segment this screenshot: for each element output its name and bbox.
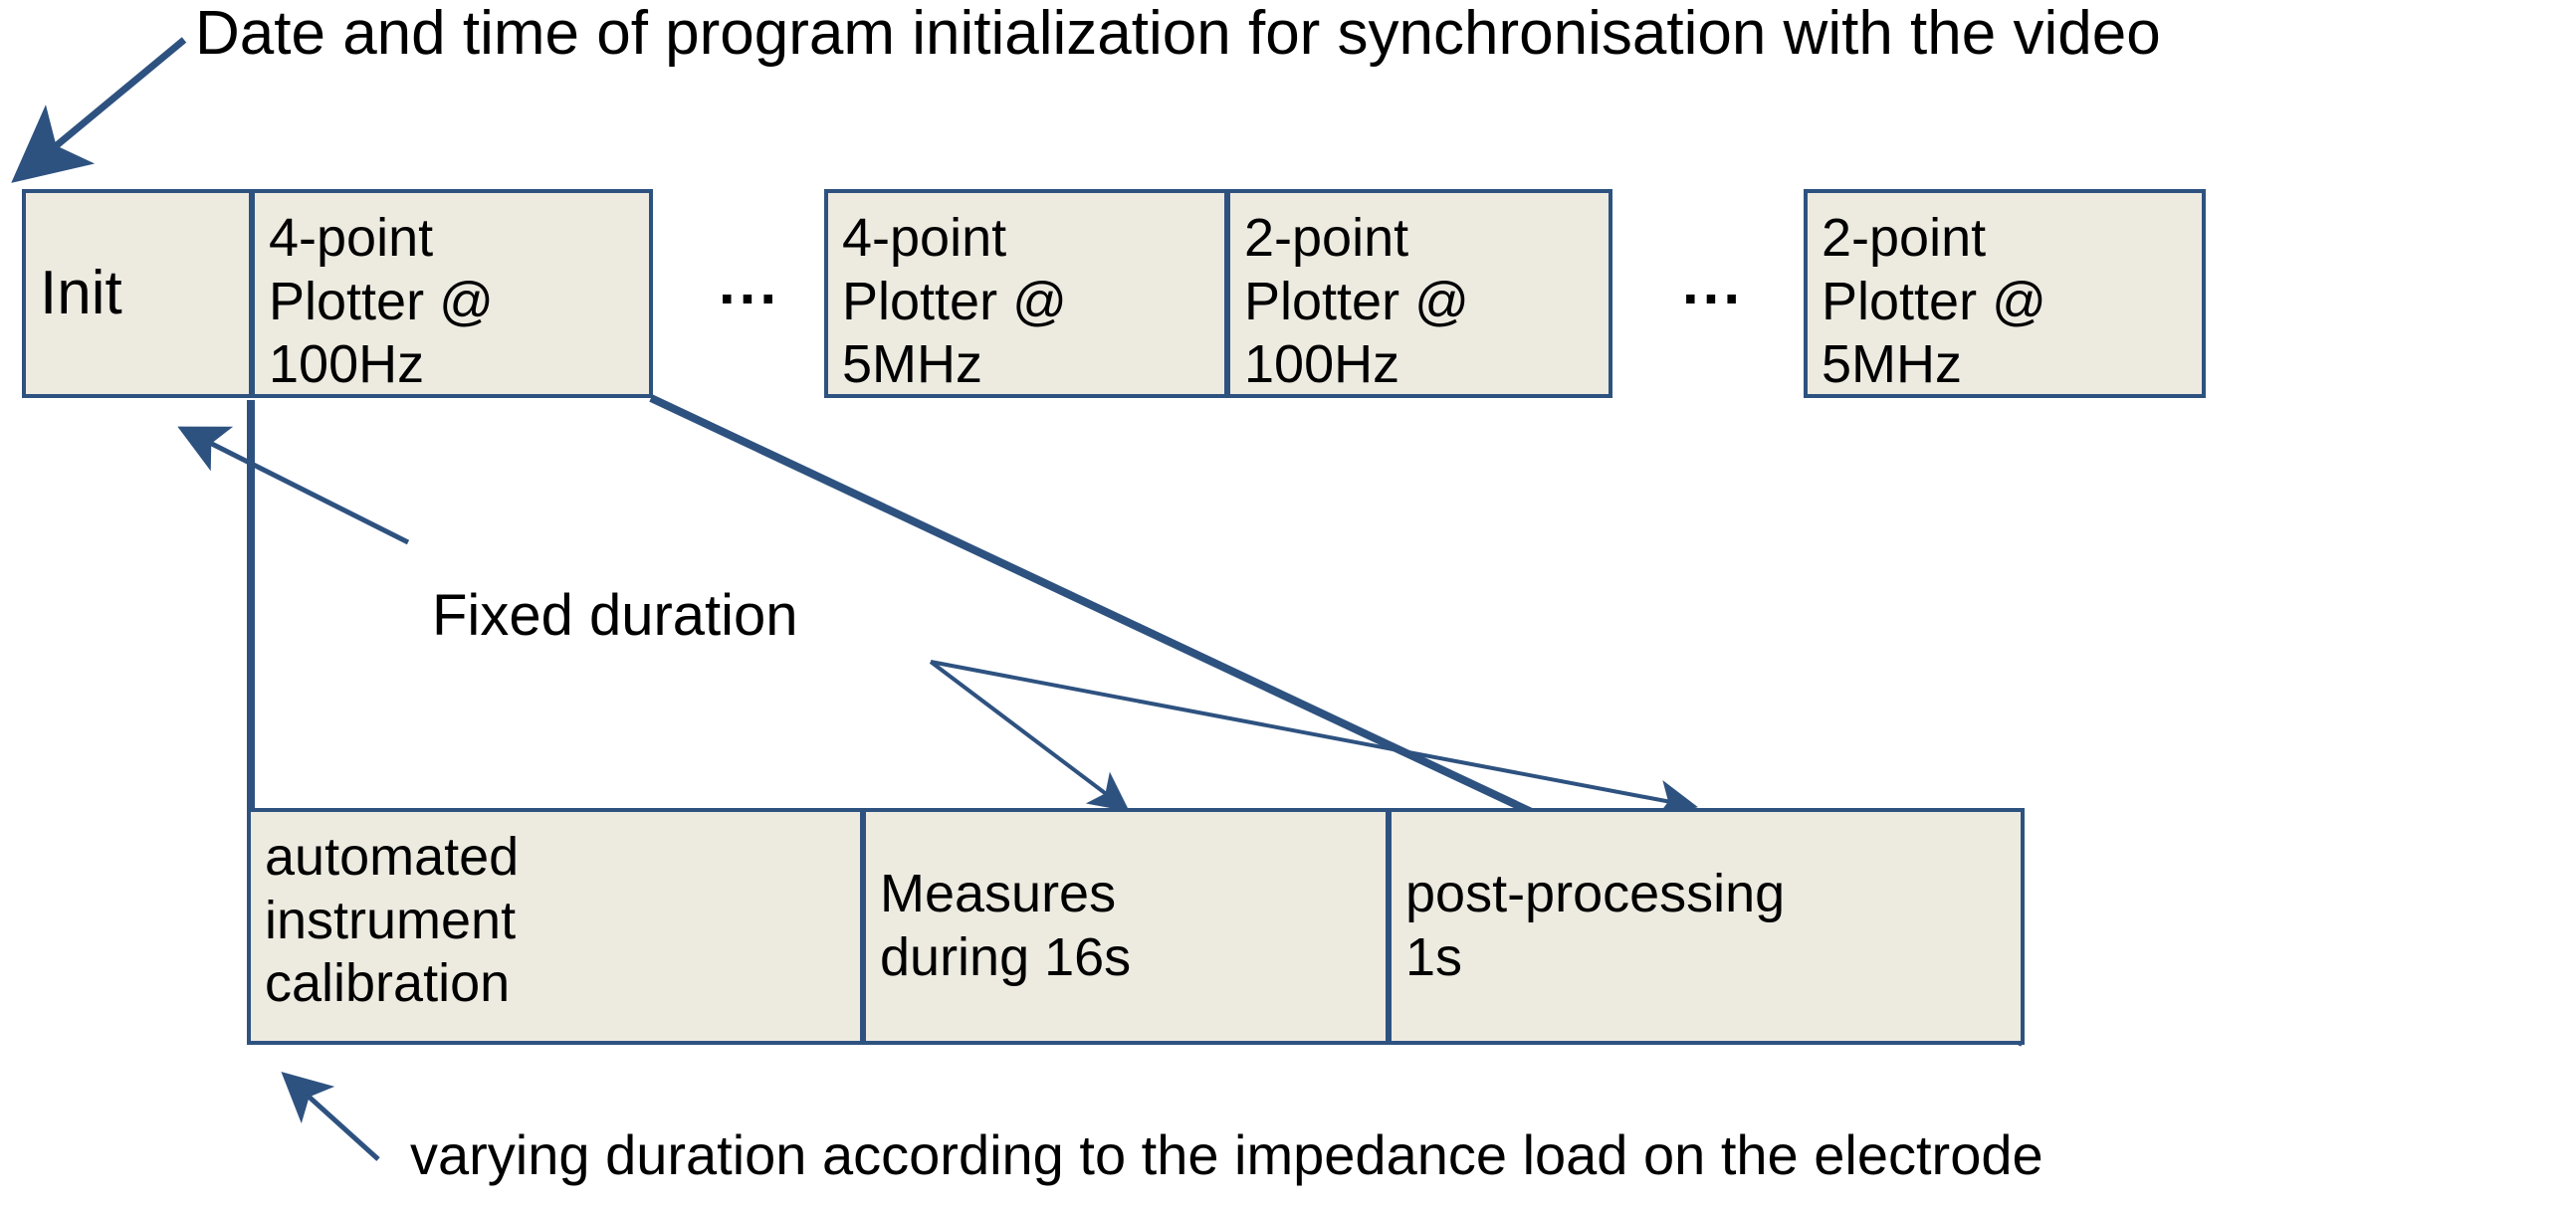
timeline-cell-4point-5mhz[interactable]: 4-point Plotter @ 5MHz: [824, 189, 1226, 398]
detail-cell-calibration[interactable]: automated instrument calibration: [247, 808, 862, 1045]
timeline-cell-4point-100hz[interactable]: 4-point Plotter @ 100Hz: [251, 189, 653, 398]
timeline-group-2: 4-point Plotter @ 5MHz 2-point Plotter @…: [824, 189, 1612, 398]
timeline-cell-2point-100hz[interactable]: 2-point Plotter @ 100Hz: [1226, 189, 1612, 398]
timeline-ellipsis-2: ...: [1682, 250, 1745, 316]
varying-duration-note: varying duration according to the impeda…: [410, 1123, 2043, 1186]
title-note-arrow: [11, 37, 187, 183]
detail-row: automated instrument calibration Measure…: [247, 808, 2025, 1045]
timeline-group-3: 2-point Plotter @ 5MHz: [1804, 189, 2206, 398]
fixed-duration-arrow-measures: [929, 660, 1130, 812]
init-timestamp-note: Date and time of program initialization …: [195, 0, 2161, 68]
detail-cell-postprocessing[interactable]: post-processing 1s: [1388, 808, 2025, 1045]
fixed-duration-arrow-postprocessing: [930, 660, 1698, 820]
timeline-ellipsis-1: ...: [719, 250, 781, 316]
bottom-note-arrow: [281, 1071, 380, 1161]
fixed-duration-label: Fixed duration: [432, 583, 798, 648]
timeline-cell-init[interactable]: Init: [22, 189, 251, 398]
timeline-group-1: Init 4-point Plotter @ 100Hz: [22, 189, 653, 398]
calibration-uplink-arrow: [177, 426, 410, 545]
timeline-cell-2point-5mhz[interactable]: 2-point Plotter @ 5MHz: [1804, 189, 2206, 398]
detail-cell-measures[interactable]: Measures during 16s: [862, 808, 1388, 1045]
